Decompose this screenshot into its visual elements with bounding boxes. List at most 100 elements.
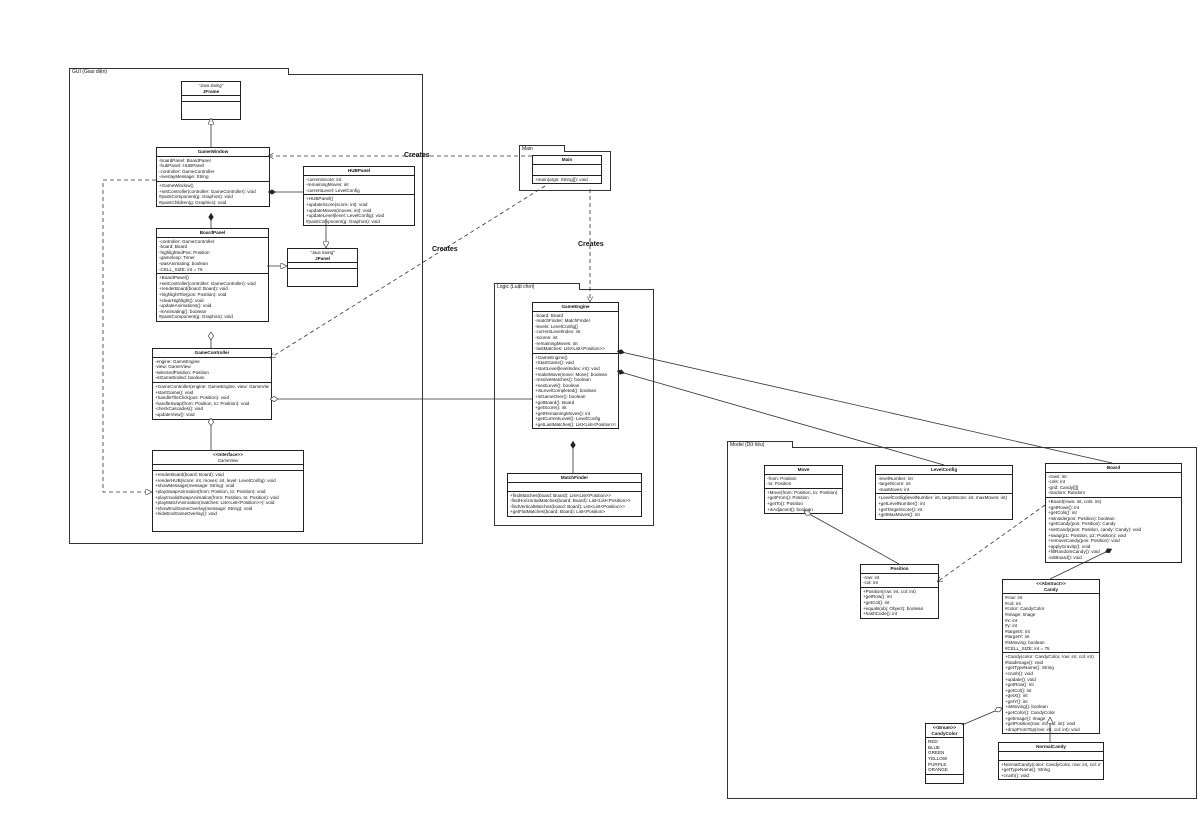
method: +Position(row: int, col: int) bbox=[863, 588, 916, 594]
method: +getTo(): Position bbox=[767, 500, 803, 506]
method: +getFlatMatches(board: Board): List<Posi… bbox=[510, 509, 606, 515]
attribute: -engine: GameEngine bbox=[155, 358, 200, 364]
method: -handleSwap(from: Position, to: Position… bbox=[155, 400, 250, 406]
method: +handleTileClick(pos: Position): void bbox=[155, 395, 230, 401]
attributes: -board: Board -matchFinder: MatchFinder … bbox=[533, 312, 618, 354]
attribute: -hubPanel: HUBPanel bbox=[159, 163, 204, 169]
class-boardpanel[interactable]: BoardPanel -controller: GameController -… bbox=[156, 228, 269, 322]
edge-gameengine-levelconfig bbox=[616, 369, 945, 466]
class-gamecontroller[interactable]: GameController -engine: GameEngine -view… bbox=[152, 348, 272, 420]
class-name: Candy bbox=[1043, 586, 1059, 592]
method: -initBoard(): void bbox=[1048, 554, 1082, 560]
package-main-tab: Main bbox=[519, 145, 565, 152]
method: +removeCandy(pos: Position): void bbox=[1048, 538, 1120, 544]
attribute: -controller: GameController bbox=[159, 168, 215, 174]
edge-gamewindow-gameview bbox=[102, 179, 156, 492]
class-jframe[interactable]: "Java Swing"JFrame bbox=[181, 81, 241, 120]
attribute: -cols: int bbox=[1048, 479, 1066, 485]
class-board[interactable]: Board -rows: int -cols: int -grid: Candy… bbox=[1045, 463, 1182, 563]
method: +getCol(): int bbox=[1005, 687, 1032, 693]
class-name: JFrame bbox=[202, 88, 220, 94]
method: +setController(controller: GameControlle… bbox=[159, 188, 256, 194]
class-normalcandy[interactable]: NormalCandy +NormalCandy(color: CandyCol… bbox=[998, 742, 1104, 781]
methods: +GameController(engine: GameEngine, view… bbox=[153, 383, 271, 419]
edge-candy-candycolor bbox=[961, 708, 1002, 726]
class-position[interactable]: Position -row: int -col: int +Position(r… bbox=[860, 564, 939, 619]
attribute: #color: CandyColor bbox=[1005, 606, 1045, 612]
method: +isAdjacent(): boolean bbox=[767, 506, 813, 512]
method: -updateAnimations(): void bbox=[159, 303, 212, 309]
method: +showMessage(message: String): void bbox=[155, 483, 235, 489]
attributes: -boardPanel: BoardPanel -hubPanel: HUBPa… bbox=[157, 157, 269, 182]
method: +Board(rows: int, cols: int) bbox=[1048, 498, 1102, 504]
method: +updateLevel(level: LevelConfig): void bbox=[306, 213, 385, 219]
attributes: -from: Position -to: Position bbox=[765, 475, 842, 489]
method: +swap(p1: Position, p2: Position): void bbox=[1048, 532, 1127, 538]
stereotype: "Java Swing" bbox=[198, 83, 224, 88]
methods: +HUBPanel() +updateScore(score: int): vo… bbox=[304, 195, 414, 225]
attribute: #x: int bbox=[1005, 617, 1018, 623]
package-main[interactable] bbox=[519, 151, 611, 191]
methods: +renderBoard(board: Board): void +render… bbox=[153, 471, 303, 518]
method: +hideEndGameOverlay(): void bbox=[155, 511, 217, 517]
attribute: -lastMatches: List<List<Position>> bbox=[535, 346, 605, 352]
attribute: -levels: LevelConfig[] bbox=[535, 323, 578, 329]
stereotype: <<Abstract>> bbox=[1036, 581, 1066, 586]
method: -isAnimating(): boolean bbox=[159, 308, 207, 314]
edge-move-position bbox=[804, 511, 900, 565]
class-name: GameView bbox=[217, 457, 239, 463]
attribute: -rows: int bbox=[1048, 473, 1067, 479]
class-name: NormalCandy bbox=[1036, 744, 1066, 749]
method: +LevelConfig(levelNumber: int, targetSco… bbox=[878, 495, 1008, 501]
attribute: -currentLevel: LevelConfig bbox=[306, 187, 360, 193]
method: +isMoving(): boolean bbox=[1005, 704, 1048, 710]
method: +highlightTile(pos: Position): void bbox=[159, 291, 227, 297]
method: +getCol(): int bbox=[863, 599, 890, 605]
class-move[interactable]: Move -from: Position -to: Position +Move… bbox=[764, 465, 843, 515]
method: +isGameOver(): boolean bbox=[535, 393, 586, 399]
class-matchfinder[interactable]: MatchFinder +findMatches(board: Board): … bbox=[507, 473, 642, 517]
class-candycolor[interactable]: <<Enum>>CandyColor RED BLUE GREEN YELLOW… bbox=[925, 723, 964, 784]
method: +HUBPanel() bbox=[306, 196, 334, 202]
attribute: -boardPanel: BoardPanel bbox=[159, 157, 211, 163]
class-main[interactable]: Main +main(args: String[]): void bbox=[532, 155, 602, 185]
attribute: -wasAnimating: boolean bbox=[159, 260, 209, 266]
class-gamewindow[interactable]: GameWindow -boardPanel: BoardPanel -hubP… bbox=[156, 147, 270, 208]
method: +NormalCandy(color: CandyColor, row: int… bbox=[1001, 761, 1101, 767]
method: #paintComponent(g: Graphics): void bbox=[159, 314, 233, 320]
method: +fillRandomCandy(): void bbox=[1048, 549, 1100, 555]
attribute: -selectedPosition: Position bbox=[155, 369, 209, 375]
class-jpanel[interactable]: "Java Swing"JPanel bbox=[287, 248, 358, 287]
class-gameengine[interactable]: GameEngine -board: Board -matchFinder: M… bbox=[532, 302, 619, 430]
attributes: #row: int #col: int #color: CandyColor #… bbox=[1003, 594, 1099, 654]
method: +crush(): void bbox=[1001, 772, 1029, 778]
attributes bbox=[153, 465, 303, 472]
class-hubpanel[interactable]: HUBPanel -currentScore: int -remainingMo… bbox=[303, 166, 415, 227]
method: +renderHUB(score: int, moves: int, level… bbox=[155, 477, 276, 483]
class-name: MatchFinder bbox=[560, 475, 589, 480]
method: +Candy(color: CandyColor, row: int, col:… bbox=[1005, 654, 1094, 660]
method: +getMaxMoves(): int bbox=[878, 512, 920, 518]
class-levelconfig[interactable]: LevelConfig -levelNumber: int -targetSco… bbox=[875, 465, 1013, 520]
attribute: -to: Position bbox=[767, 481, 792, 487]
class-gameview[interactable]: <<Interface>>GameView +renderBoard(board… bbox=[152, 450, 304, 532]
creates-label-3: Creates bbox=[578, 241, 604, 248]
attribute: -from: Position bbox=[767, 475, 797, 481]
edge-board-candy bbox=[1049, 548, 1113, 580]
method: -updateView(): void bbox=[155, 411, 195, 417]
package-model[interactable] bbox=[727, 447, 1197, 799]
method: +getColor(): CandyColor bbox=[1005, 710, 1055, 716]
method: +main(args: String[]): void bbox=[535, 176, 588, 182]
attribute: -currentScore: int bbox=[306, 176, 342, 182]
method: +startLevel(levelIndex: int): void bbox=[535, 365, 600, 371]
method: -checkCascades(): void bbox=[155, 406, 203, 412]
attributes: -rows: int -cols: int -grid: Candy[][] -… bbox=[1046, 473, 1181, 498]
method: +getRemainingMoves(): int bbox=[535, 410, 591, 416]
package-gui-tab: GUI (Giao diện) bbox=[69, 68, 289, 75]
methods: +Move(from: Position, to: Position) +get… bbox=[765, 489, 842, 513]
class-candy[interactable]: <<Abstract>>Candy #row: int #col: int #c… bbox=[1002, 579, 1100, 735]
attribute: -matchFinder: MatchFinder bbox=[535, 318, 591, 324]
method: #paintChildren(g: Graphics): void bbox=[159, 199, 227, 205]
